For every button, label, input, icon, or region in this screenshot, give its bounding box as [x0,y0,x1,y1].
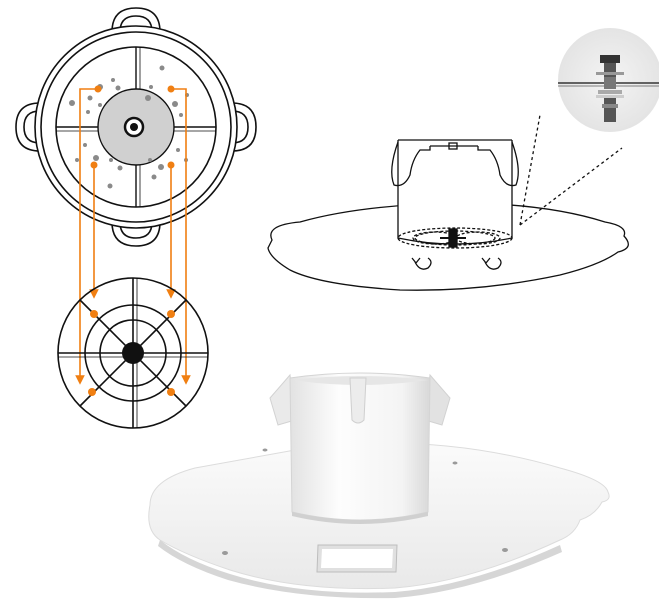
rotate-arrow-icon-2 [481,257,502,270]
alignment-guides [75,88,191,385]
rendered-stand [148,372,610,599]
tab-left [15,102,41,152]
base-gray-dots [69,65,189,189]
mount-orange-dots [88,310,175,396]
bolt-icon [596,55,624,122]
mount-plate-top-view [57,277,209,429]
bolt-detail-callout [558,28,659,132]
cylinder-on-base-side-view [267,114,629,291]
tab-right [231,102,257,152]
side-base-outline [267,202,629,291]
base-outer-ring-inner [40,31,232,223]
base-top-view [15,7,257,247]
rotate-arrow-icon [411,257,432,270]
mount-center-hole [122,342,144,364]
